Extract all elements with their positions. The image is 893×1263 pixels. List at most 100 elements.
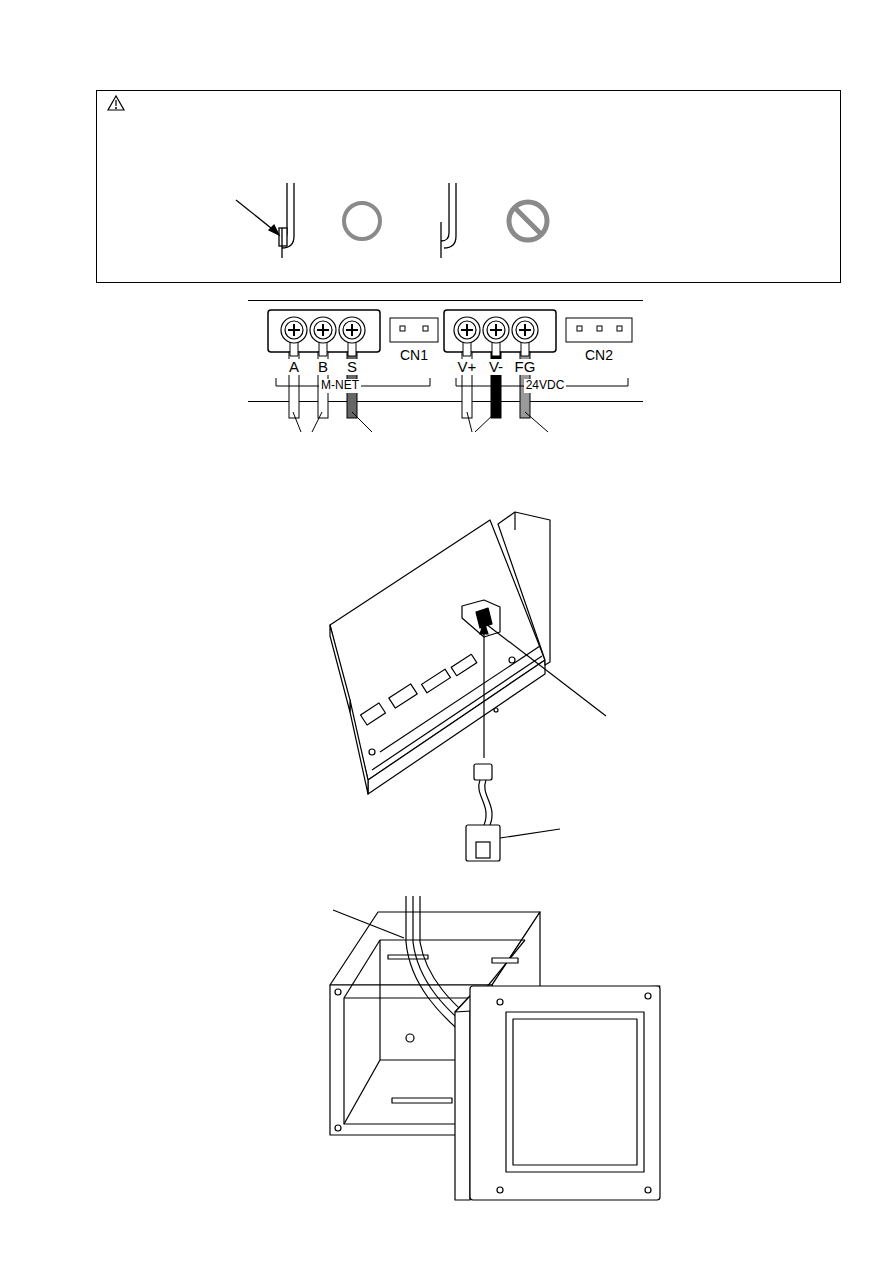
terminal-screws bbox=[314, 321, 332, 339]
caution-frame bbox=[108, 96, 124, 110]
terminal-board bbox=[597, 326, 602, 331]
wire-example-correct bbox=[236, 183, 294, 258]
wire-example-wrong bbox=[441, 183, 456, 258]
terminal-screws bbox=[290, 342, 298, 356]
terminal-board bbox=[248, 300, 643, 301]
adapter-cable bbox=[466, 825, 500, 861]
leader-lines bbox=[352, 412, 372, 432]
terminal-group-name: 24VDC bbox=[524, 379, 567, 392]
wall-box bbox=[392, 1098, 452, 1103]
display-panel bbox=[645, 993, 651, 999]
terminal-name: B bbox=[316, 359, 330, 376]
controller-unit bbox=[389, 684, 417, 708]
wire-example-wrong bbox=[440, 222, 441, 258]
terminal-screws bbox=[351, 324, 353, 336]
wall-box bbox=[335, 989, 341, 995]
controller-unit bbox=[372, 656, 542, 770]
terminal-name: S bbox=[345, 359, 359, 376]
wall-box bbox=[344, 1060, 380, 1124]
display-panel bbox=[497, 1187, 503, 1193]
terminal-name: V- bbox=[487, 359, 505, 376]
terminal-name: FG bbox=[513, 359, 538, 376]
cables bbox=[333, 910, 404, 938]
terminal-screws bbox=[285, 321, 303, 339]
terminal-screws bbox=[466, 324, 468, 336]
leader-lines bbox=[525, 412, 548, 432]
adapter-cable bbox=[466, 622, 606, 861]
display-panel bbox=[497, 999, 503, 1005]
wall-box bbox=[379, 940, 380, 1060]
terminal-screws bbox=[322, 324, 324, 336]
terminal-screws bbox=[516, 321, 534, 339]
terminal-name: A bbox=[287, 359, 301, 376]
controller-unit bbox=[462, 600, 500, 637]
terminal-screws bbox=[281, 317, 307, 343]
connector-name: CN1 bbox=[398, 348, 430, 363]
terminal-screws bbox=[319, 342, 327, 356]
terminal-screws bbox=[521, 342, 529, 356]
controller-unit bbox=[368, 660, 545, 794]
controller-unit bbox=[380, 646, 540, 752]
controller-unit bbox=[494, 708, 498, 712]
terminal-screws bbox=[343, 321, 361, 339]
terminal-board bbox=[566, 318, 632, 342]
terminal-screws bbox=[454, 317, 480, 343]
wire-example-wrong bbox=[441, 183, 449, 241]
display-panel bbox=[645, 1187, 651, 1193]
terminal-screws bbox=[512, 317, 538, 343]
prohibited-symbol bbox=[515, 208, 541, 234]
terminal-screws bbox=[487, 321, 505, 339]
display-panel bbox=[455, 996, 470, 1200]
display-panel bbox=[506, 1012, 644, 1172]
wire-example-correct bbox=[269, 225, 279, 235]
adapter-cable bbox=[476, 842, 490, 858]
wall-box bbox=[492, 958, 518, 963]
terminal-board bbox=[248, 301, 643, 402]
terminal-screws bbox=[293, 324, 295, 336]
adapter-cable bbox=[500, 829, 560, 838]
controller-unit bbox=[451, 654, 477, 675]
controller-unit bbox=[330, 625, 350, 712]
wall-box bbox=[335, 1125, 341, 1131]
connector-name: CN2 bbox=[583, 348, 615, 363]
controller-unit bbox=[369, 749, 375, 755]
wire-example-correct bbox=[281, 228, 282, 258]
wire-example-wrong bbox=[444, 183, 456, 248]
caution-frame bbox=[97, 91, 841, 283]
display-panel bbox=[513, 1019, 637, 1165]
adapter-cable bbox=[485, 780, 492, 825]
adapter-cable bbox=[483, 624, 484, 758]
caution-frame bbox=[115, 100, 116, 106]
caution-frame bbox=[115, 107, 116, 108]
controller-unit bbox=[422, 669, 451, 693]
terminal-board bbox=[617, 326, 622, 331]
display-panel bbox=[455, 986, 660, 1200]
leader-lines bbox=[475, 412, 496, 432]
terminal-board bbox=[423, 326, 428, 331]
terminal-screws bbox=[463, 342, 471, 356]
terminal-name: V+ bbox=[456, 359, 479, 376]
terminal-group-name: M-NET bbox=[319, 379, 361, 392]
controller-unit bbox=[514, 512, 515, 530]
terminal-screws bbox=[495, 324, 497, 336]
terminal-screws bbox=[458, 321, 476, 339]
leader-lines bbox=[293, 412, 301, 432]
controller-unit bbox=[498, 512, 550, 665]
terminal-board bbox=[400, 326, 405, 331]
terminal-board bbox=[248, 401, 643, 402]
controller-unit bbox=[361, 703, 386, 725]
terminal-screws bbox=[348, 342, 356, 356]
controller-unit bbox=[509, 657, 515, 663]
controller-unit bbox=[330, 512, 550, 794]
leader-lines bbox=[467, 412, 472, 432]
adapter-cable bbox=[474, 764, 492, 780]
terminal-screws bbox=[483, 317, 509, 343]
wall-box bbox=[344, 940, 380, 998]
adapter-cable bbox=[486, 624, 606, 716]
terminal-screws bbox=[524, 324, 526, 336]
wire-example-correct bbox=[279, 228, 287, 246]
ok-symbol bbox=[344, 203, 380, 239]
prohibited-symbol bbox=[509, 202, 547, 240]
